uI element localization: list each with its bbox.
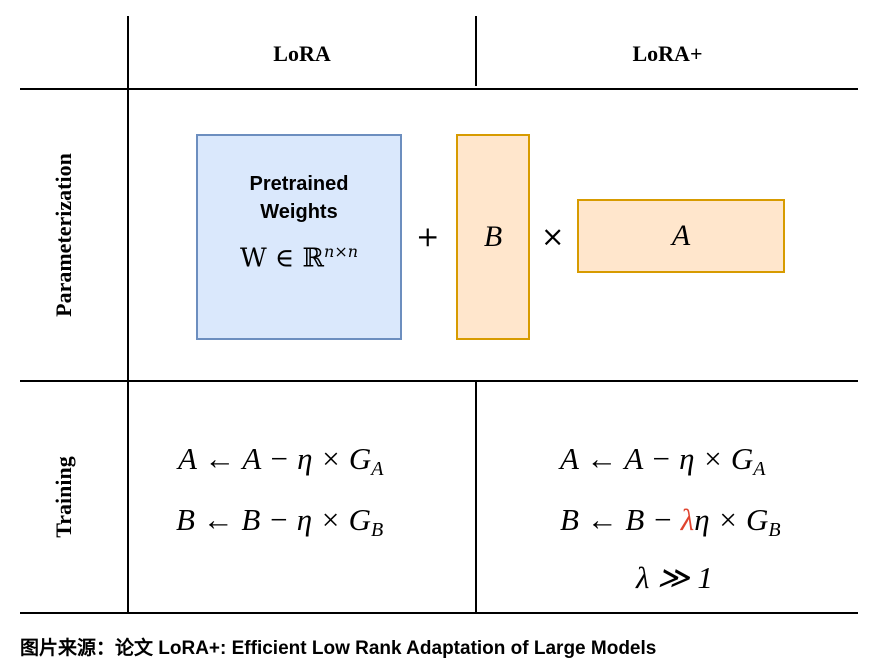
column-header-lora-text: LoRA [273, 41, 331, 66]
lora-update-b-text: B ← B − η × G [176, 502, 371, 537]
pretrained-formula-base: W ∈ ℝ [239, 243, 325, 274]
lora-plus-lambda-condition: λ ≫ 1 [636, 560, 713, 596]
figure-caption: 图片来源：论文 LoRA+: Efficient Low Rank Adapta… [20, 638, 657, 659]
column-header-lora: LoRA [129, 20, 475, 88]
table-middle-rule [20, 380, 858, 382]
times-operator: × [541, 220, 565, 253]
lora-update-a: A ← A − η × GA [178, 441, 384, 487]
row-header-training-text: Training [50, 456, 76, 538]
plus-operator: + [416, 220, 440, 253]
lora-update-b: B ← B − η × GB [176, 502, 383, 548]
lora-plus-update-b-post: η × G [694, 502, 769, 537]
row-header-divider [127, 16, 129, 612]
pretrained-label-line1: Pretrained [249, 173, 349, 195]
lora-plus-update-a-sub: A [753, 458, 766, 480]
matrix-a-label: A [671, 219, 691, 252]
lora-plus-update-b: B ← B − λη × GB [560, 502, 781, 548]
lora-plus-update-b-sub: B [768, 519, 781, 541]
column-header-lora-plus: LoRA+ [477, 20, 858, 88]
column-divider-top [475, 16, 477, 86]
lora-plus-lambda-condition-text: λ ≫ 1 [636, 560, 713, 595]
lora-update-b-sub: B [370, 519, 384, 541]
lora-update-a-sub: A [371, 458, 384, 480]
row-header-training: Training [0, 382, 128, 612]
pretrained-weights-box: Pretrained Weights W ∈ ℝn×n [196, 134, 402, 340]
lora-plus-update-a-text: A ← A − η × G [560, 441, 754, 476]
lora-plus-update-b-pre: B ← B − [560, 502, 681, 537]
lora-update-a-text: A ← A − η × G [178, 441, 372, 476]
table-bottom-rule [20, 612, 858, 614]
row-header-parameterization: Parameterization [0, 90, 128, 380]
matrix-a-box: A [577, 199, 785, 273]
column-header-lora-plus-text: LoRA+ [632, 41, 703, 66]
column-divider-bottom [475, 382, 477, 612]
pretrained-label-line2: Weights [260, 201, 338, 223]
row-header-parameterization-text: Parameterization [51, 153, 77, 317]
lora-plus-lambda-highlight: λ [680, 502, 695, 537]
matrix-b-box: B [456, 134, 530, 340]
lora-plus-update-a: A ← A − η × GA [560, 441, 766, 487]
matrix-b-label: B [483, 220, 503, 253]
table-top-rule [20, 88, 858, 90]
pretrained-weights-formula: W ∈ ℝn×n [198, 242, 400, 274]
pretrained-formula-exponent: n×n [324, 242, 359, 261]
pretrained-weights-label: Pretrained Weights [198, 170, 400, 226]
